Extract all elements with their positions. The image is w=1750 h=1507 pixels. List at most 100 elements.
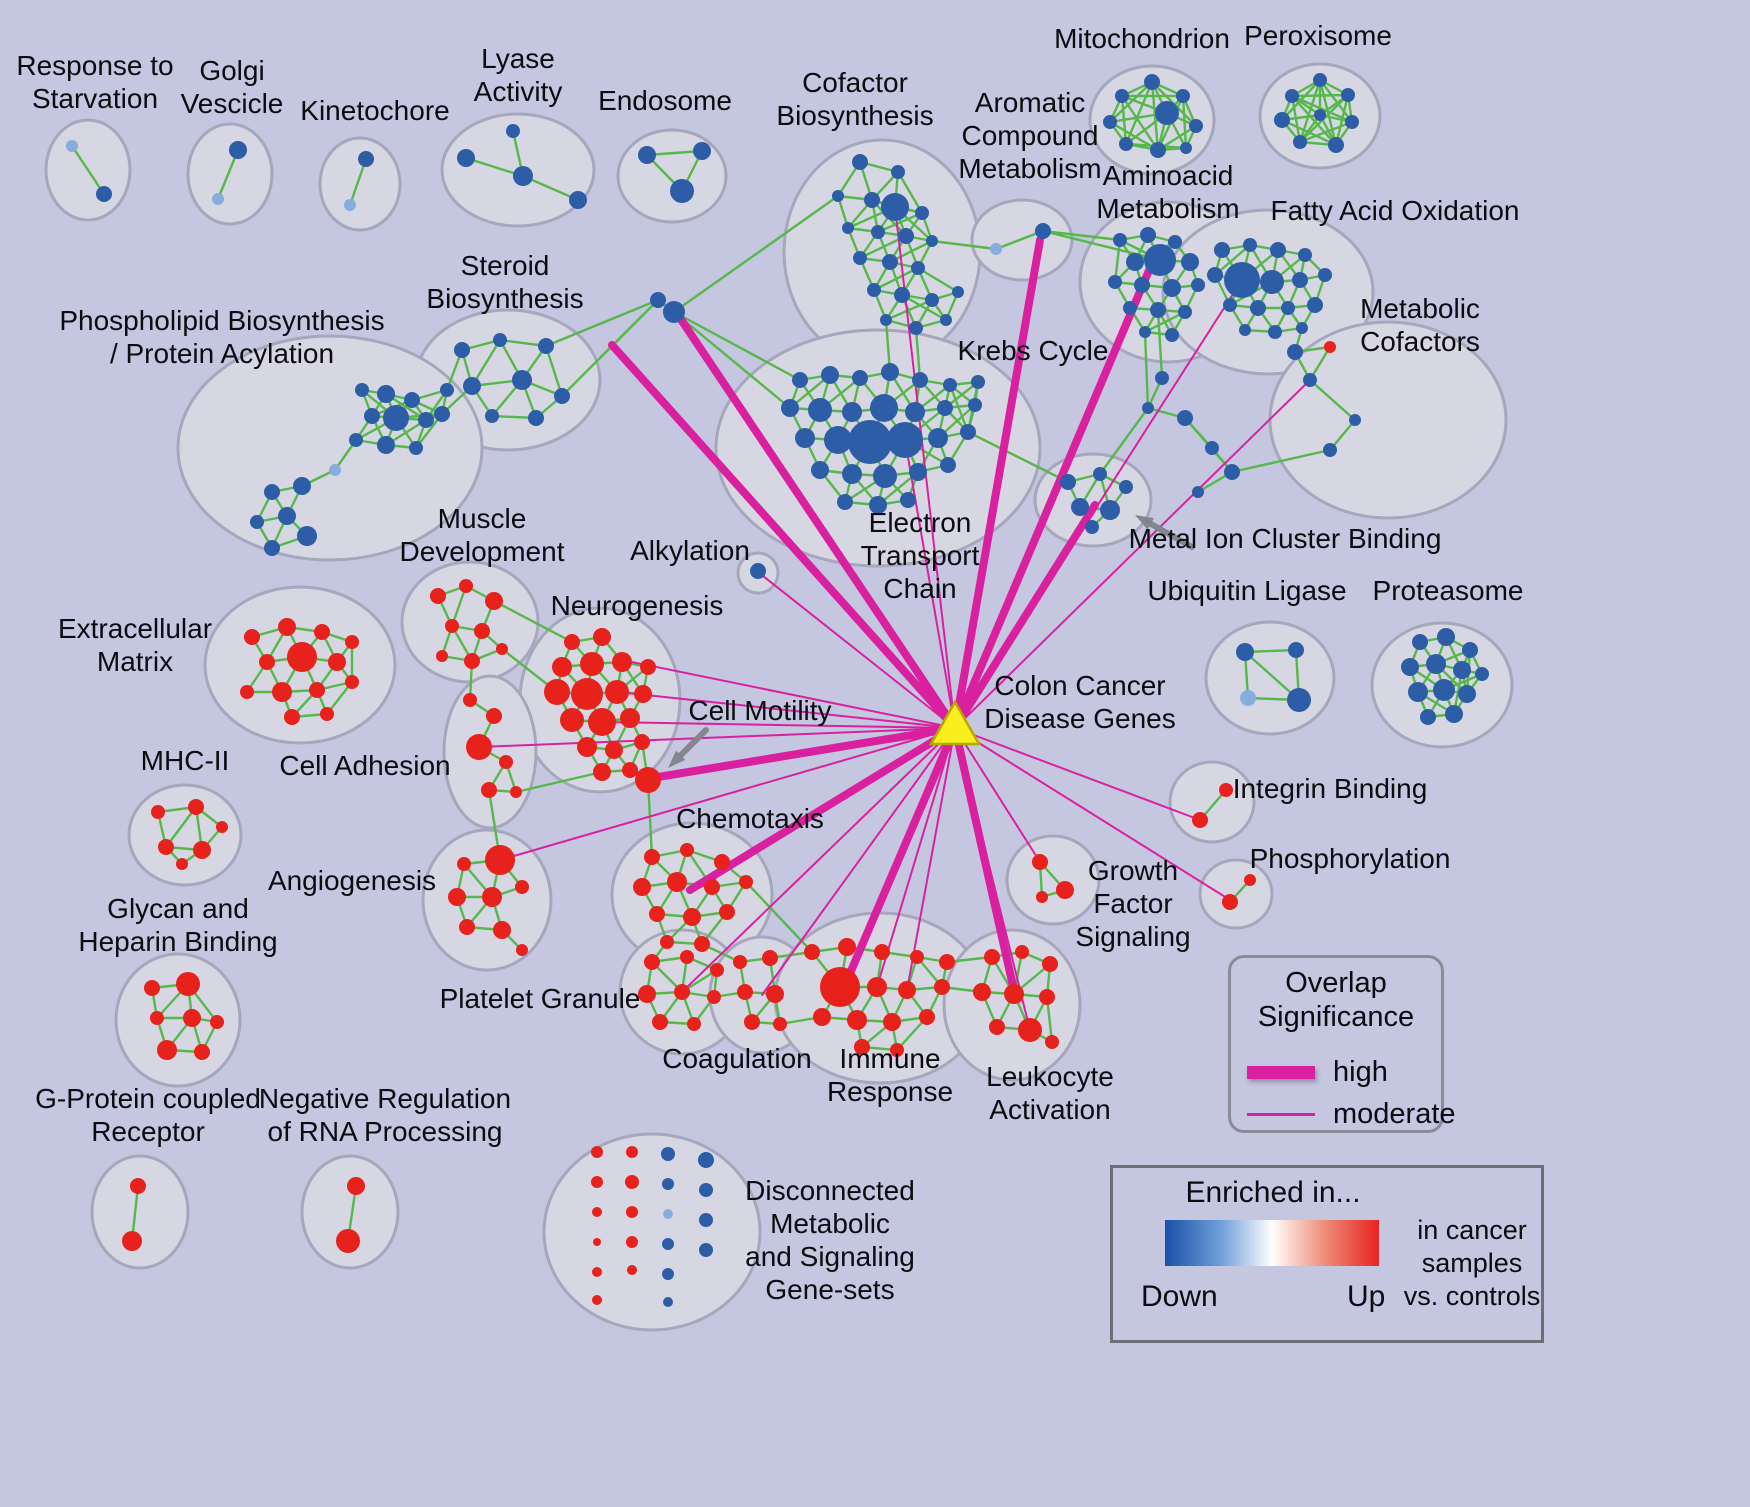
gene-set-node [188,799,204,815]
gene-set-node [430,588,446,604]
gene-set-node [554,388,570,404]
gene-set-node [854,1039,870,1055]
significance-edge-moderate [478,727,956,748]
gene-set-node [847,1010,867,1030]
gene-set-node [905,402,925,422]
gene-set-node [314,624,330,640]
gene-set-node [1223,298,1237,312]
gene-set-node [158,839,174,855]
label-coagulation: Coagulation [662,1043,811,1074]
gene-set-node [820,967,860,1007]
enrichment-edge [1298,120,1354,144]
gene-set-node [193,841,211,859]
gene-set-node [1437,628,1455,646]
gene-set-node [635,767,661,793]
significance-edge-high [686,724,959,894]
gene-set-node [795,428,815,448]
gene-set-node [1155,371,1169,385]
gene-set-node [733,955,747,969]
significance-edge-high [951,501,1099,732]
gene-set-node [1103,115,1117,129]
gene-set-node [1281,301,1295,315]
gene-set-node [1240,690,1256,706]
gene-set-node [626,1206,638,1218]
gene-set-node [898,228,914,244]
enrichment-edge [948,383,970,434]
gene-set-node [336,1229,360,1253]
gene-set-node [1100,500,1120,520]
gene-set-node [1071,498,1089,516]
gene-set-node [898,981,916,999]
gene-set-node [506,124,520,138]
gene-set-node [660,935,674,949]
gene-set-node [909,321,923,335]
gene-set-node [216,821,228,833]
gene-set-node [1307,297,1323,313]
gene-set-node [842,222,854,234]
gene-set-node [714,854,730,870]
gene-set-node [808,398,832,422]
gene-set-node [887,422,923,458]
gene-set-node [293,477,311,495]
label-phosphorylation: Phosphorylation [1250,843,1451,874]
gene-set-node [838,938,856,956]
cell-motility-arrow [677,727,709,759]
enrichment-edge [872,266,920,292]
significance-edge-high [841,724,959,989]
gene-set-node [762,950,778,966]
gene-set-node [560,708,584,732]
gene-set-node [874,944,890,960]
gene-set-node [229,141,247,159]
gene-set-node [1191,278,1205,292]
cluster-ellipse-ubiquitin-ligase [1204,620,1336,736]
gene-set-node [890,1043,904,1057]
gene-set-node [837,494,853,510]
legend-title-line2: Significance [1257,1001,1415,1033]
gene-set-node [482,887,502,907]
gene-set-node [569,191,587,209]
cluster-ellipse-endosome [616,128,728,224]
gene-set-node [620,708,640,728]
gene-set-node [1150,302,1166,318]
gene-set-node [510,786,522,798]
gene-set-node [1345,115,1359,129]
enrichment-edge [645,149,704,157]
gene-set-node [591,1146,603,1158]
gene-set-node [1243,238,1257,252]
gene-set-node [925,293,939,307]
enrichment-edge [1243,650,1301,702]
enrichment-edge [348,157,368,207]
cluster-ellipse-growth-factor-signaling [1005,834,1101,926]
label-integrin-binding: Integrin Binding [1233,773,1428,804]
gene-set-node [853,251,867,265]
gene-set-node [1239,324,1251,336]
label-ubiquitin-ligase: Ubiquitin Ligase [1147,575,1346,606]
gene-set-node [773,1017,787,1031]
gene-set-node [1177,410,1193,426]
gene-set-node [577,737,597,757]
enrichment-edge [672,310,802,382]
significance-edge-moderate [631,661,956,729]
enrichment-edge [1120,94,1160,152]
gene-set-node [355,383,369,397]
significance-edge-moderate [616,691,956,729]
significance-edge-high [676,314,959,732]
enrichment-edge [1113,238,1122,284]
gene-set-node [345,635,359,649]
gene-set-node [212,193,224,205]
cell-motility-arrow-head [668,750,686,768]
gene-set-node [622,762,638,778]
gene-set-node [1287,344,1303,360]
enrichment-edge [1298,78,1322,144]
significance-edge-high [608,341,959,732]
cluster-ellipse-kinetochore [318,136,402,232]
significance-edge-moderate [761,727,956,996]
gene-set-node [1298,248,1312,262]
gene-set-node [968,398,982,412]
gene-set-node [634,734,650,750]
gene-set-node [1462,642,1478,658]
gene-set-node [512,370,532,390]
gene-set-node [683,908,701,926]
gene-set-node [928,428,948,448]
